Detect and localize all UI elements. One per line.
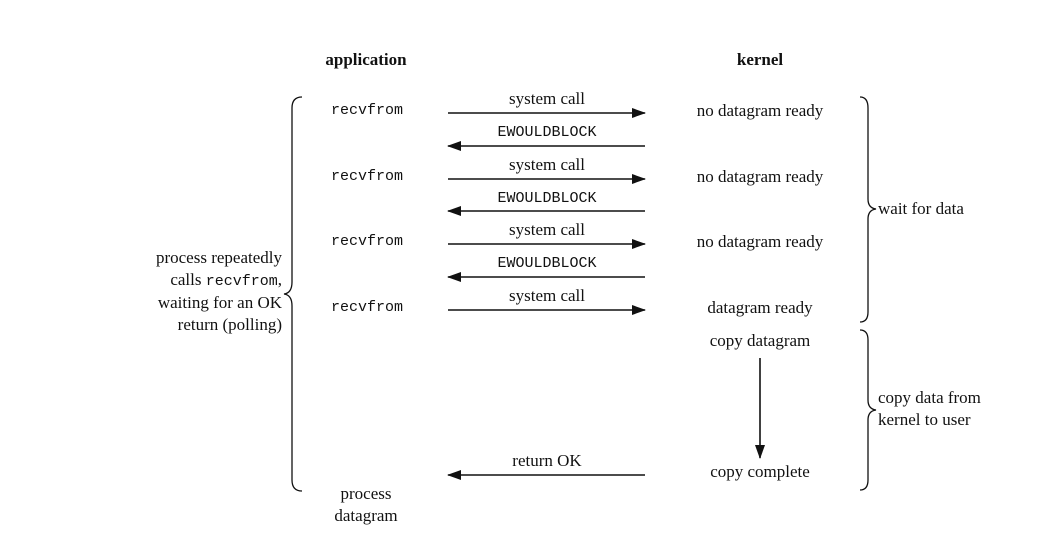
left-note-recvfrom-code: recvfrom xyxy=(205,273,278,290)
left-note-line1: process repeatedly xyxy=(155,248,282,267)
left-note-calls-text: calls xyxy=(170,270,206,289)
recvfrom-call-1: recvfrom xyxy=(330,102,404,119)
copy-data-label-line2: kernel to user xyxy=(878,410,971,429)
ewouldblock-label-2: EWOULDBLOCK xyxy=(497,190,597,207)
kernel-state-3: no datagram ready xyxy=(696,232,824,251)
system-call-label-3: system call xyxy=(508,220,586,239)
ewouldblock-label-1: EWOULDBLOCK xyxy=(497,124,597,141)
kernel-state-4: datagram ready xyxy=(707,298,813,317)
kernel-state-1: no datagram ready xyxy=(696,101,824,120)
recvfrom-call-4: recvfrom xyxy=(330,299,404,316)
process-datagram-line2: datagram xyxy=(334,506,398,525)
kernel-state-2: no datagram ready xyxy=(696,167,824,186)
wait-for-data-brace xyxy=(859,96,877,323)
copy-datagram-label: copy datagram xyxy=(709,331,811,350)
application-header: application xyxy=(325,50,407,69)
system-call-label-2: system call xyxy=(508,155,586,174)
ewouldblock-label-3: EWOULDBLOCK xyxy=(497,255,597,272)
return-ok-label: return OK xyxy=(512,451,582,470)
left-note-line2: calls recvfrom, xyxy=(170,270,282,292)
process-datagram-line1: process xyxy=(340,484,392,503)
copy-data-brace xyxy=(859,329,877,491)
recvfrom-call-3: recvfrom xyxy=(330,233,404,250)
system-call-label-4: system call xyxy=(508,286,586,305)
system-call-label-1: system call xyxy=(508,89,586,108)
left-note-line4: return (polling) xyxy=(177,315,282,334)
wait-for-data-label: wait for data xyxy=(878,199,964,218)
left-note-line3: waiting for an OK xyxy=(157,293,282,312)
kernel-header: kernel xyxy=(736,50,784,69)
left-brace xyxy=(283,96,303,492)
left-note-comma: , xyxy=(277,270,282,289)
recvfrom-call-2: recvfrom xyxy=(330,168,404,185)
copy-data-label-line1: copy data from xyxy=(878,388,981,407)
copy-complete-label: copy complete xyxy=(710,462,810,481)
